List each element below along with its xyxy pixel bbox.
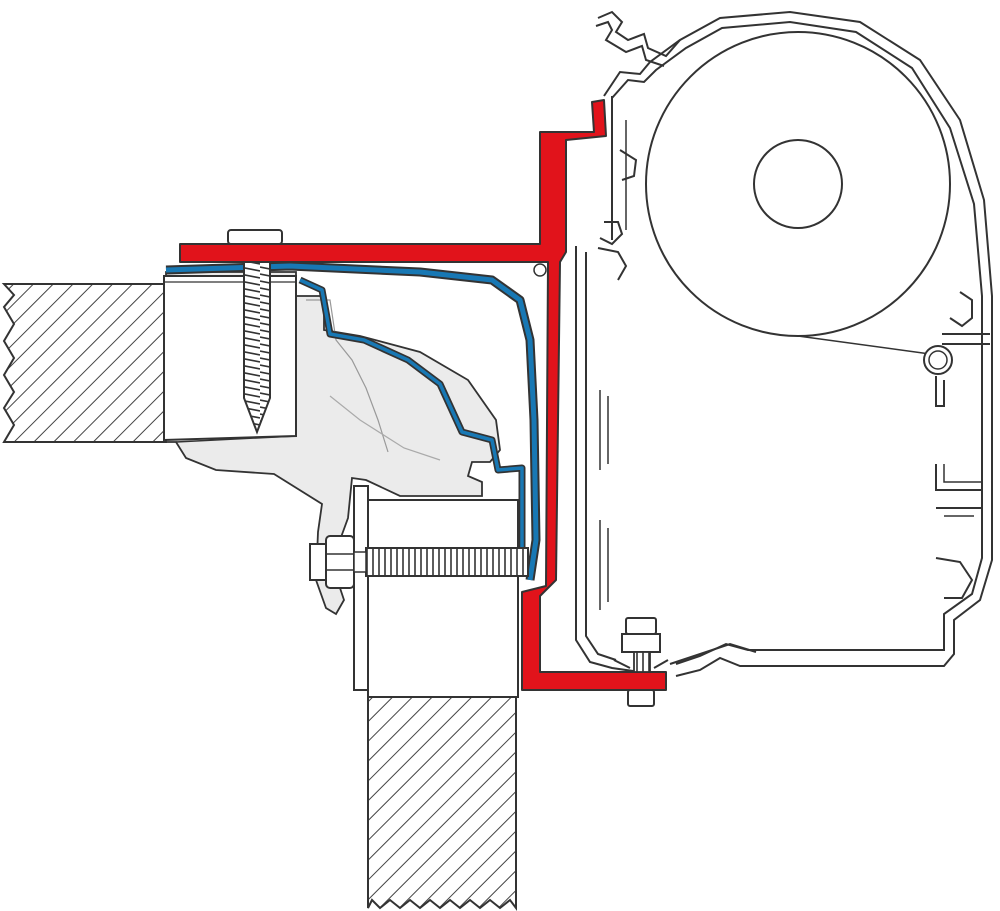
blue-adapter-profile [165, 261, 541, 581]
red-mounting-bracket [179, 99, 667, 691]
wall-cap-plate [353, 485, 519, 698]
wood-screw [227, 229, 283, 435]
awning-case [575, 10, 993, 677]
roof-wall-section [1, 283, 167, 443]
bottom-bolt-nut [613, 617, 669, 707]
through-bolt [309, 535, 529, 589]
wall-top-spacer [163, 275, 297, 442]
side-wall-section [367, 696, 517, 911]
fabric-roller [645, 31, 953, 375]
